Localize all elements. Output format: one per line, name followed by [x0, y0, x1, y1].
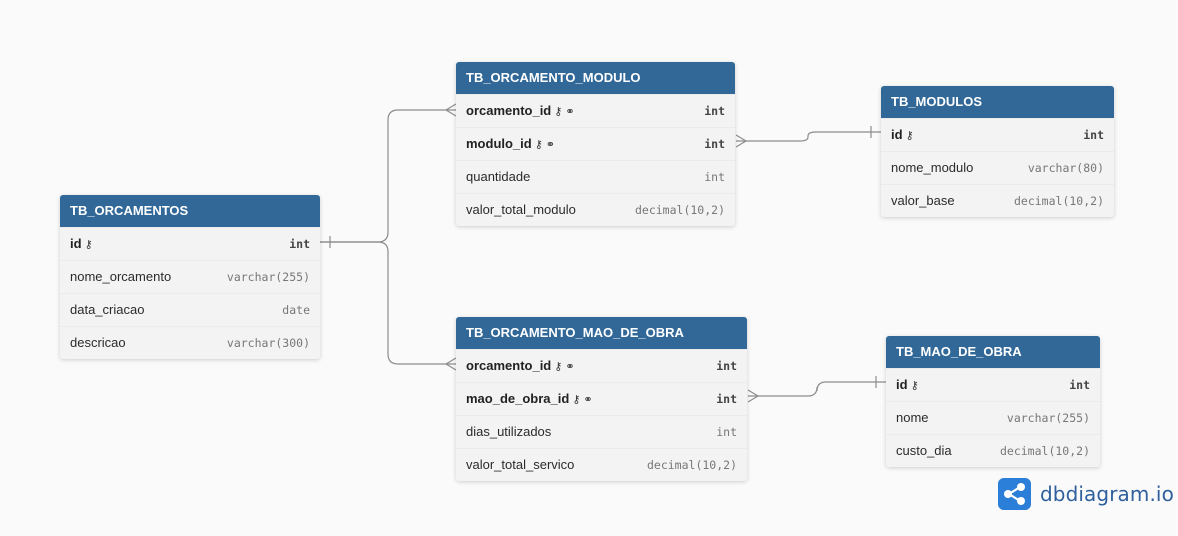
column-name: nome: [896, 410, 929, 425]
table-header[interactable]: TB_MAO_DE_OBRA: [886, 336, 1100, 368]
column-name: valor_total_modulo: [466, 202, 576, 217]
key-icon: ⚷: [905, 130, 914, 142]
column-name: id⚷: [70, 228, 93, 260]
table-column-row[interactable]: valor_total_servico decimal(10,2): [456, 448, 747, 481]
column-name: orcamento_id⚷⚭: [466, 95, 575, 127]
column-type: int: [1083, 128, 1104, 142]
table-header[interactable]: TB_ORCAMENTO_MODULO: [456, 62, 735, 94]
table-tb-orcamento-modulo[interactable]: TB_ORCAMENTO_MODULO orcamento_id⚷⚭ int m…: [456, 62, 735, 226]
column-name: mao_de_obra_id⚷⚭: [466, 383, 593, 415]
column-name: data_criacao: [70, 302, 145, 317]
table-tb-modulos[interactable]: TB_MODULOS id⚷ int nome_modulo varchar(8…: [881, 86, 1114, 217]
column-type: date: [282, 303, 310, 317]
table-tb-mao-de-obra[interactable]: TB_MAO_DE_OBRA id⚷ int nome varchar(255)…: [886, 336, 1100, 467]
crowfoot-mark: [444, 357, 457, 371]
column-type: decimal(10,2): [999, 444, 1090, 458]
table-column-row[interactable]: id⚷ int: [60, 227, 320, 260]
column-name: nome_modulo: [891, 160, 974, 175]
crowfoot-mark: [735, 134, 748, 148]
column-name: orcamento_id⚷⚭: [466, 350, 575, 382]
table-column-row[interactable]: dias_utilizados int: [456, 415, 747, 448]
table-column-row[interactable]: id⚷ int: [886, 368, 1100, 401]
column-type: int: [704, 170, 725, 184]
connector-orcamento-modulo-modulos: [736, 131, 881, 142]
table-column-row[interactable]: quantidade int: [456, 160, 735, 193]
column-type: decimal(10,2): [634, 203, 725, 217]
column-type: int: [1069, 378, 1090, 392]
table-column-row[interactable]: mao_de_obra_id⚷⚭ int: [456, 382, 747, 415]
table-column-row[interactable]: custo_dia decimal(10,2): [886, 434, 1100, 467]
column-type: int: [289, 237, 310, 251]
table-header[interactable]: TB_ORCAMENTO_MAO_DE_OBRA: [456, 317, 747, 349]
connector-orcamento-mao-de-obra-mao-de-obra: [748, 381, 886, 397]
table-column-row[interactable]: nome_orcamento varchar(255): [60, 260, 320, 293]
share-nodes-icon: [998, 478, 1031, 510]
connector-orcamentos-orcamento-mao-de-obra: [320, 241, 456, 365]
crowfoot-mark: [747, 389, 760, 403]
key-icon: ⚷: [554, 106, 563, 118]
column-type: int: [704, 104, 725, 118]
table-column-row[interactable]: orcamento_id⚷⚭ int: [456, 94, 735, 127]
table-column-row[interactable]: nome_modulo varchar(80): [881, 151, 1114, 184]
table-column-row[interactable]: descricao varchar(300): [60, 326, 320, 359]
table-column-row[interactable]: data_criacao date: [60, 293, 320, 326]
table-column-row[interactable]: modulo_id⚷⚭ int: [456, 127, 735, 160]
column-type: decimal(10,2): [646, 458, 737, 472]
column-name: dias_utilizados: [466, 424, 552, 439]
table-column-row[interactable]: id⚷ int: [881, 118, 1114, 151]
table-column-row[interactable]: orcamento_id⚷⚭ int: [456, 349, 747, 382]
key-icon: ⚷: [910, 380, 919, 392]
column-type: decimal(10,2): [1013, 194, 1104, 208]
connector-orcamentos-orcamento-modulo: [320, 109, 456, 243]
column-type: int: [716, 425, 737, 439]
column-name: id⚷: [896, 369, 919, 401]
column-name: id⚷: [891, 119, 914, 151]
column-type: int: [716, 359, 737, 373]
brand-name: dbdiagram.io: [1040, 482, 1174, 506]
column-name: nome_orcamento: [70, 269, 172, 284]
link-icon: ⚭: [583, 394, 593, 406]
column-type: varchar(255): [1006, 411, 1090, 425]
crowfoot-mark: [444, 103, 457, 117]
column-name: valor_total_servico: [466, 457, 575, 472]
table-tb-orcamento-mao-de-obra[interactable]: TB_ORCAMENTO_MAO_DE_OBRA orcamento_id⚷⚭ …: [456, 317, 747, 481]
brand-logo[interactable]: dbdiagram.io: [998, 478, 1174, 510]
key-icon: ⚷: [534, 139, 543, 151]
column-name: descricao: [70, 335, 126, 350]
column-type: varchar(255): [226, 270, 310, 284]
column-name: valor_base: [891, 193, 955, 208]
column-type: varchar(80): [1027, 161, 1104, 175]
column-name: custo_dia: [896, 443, 952, 458]
column-type: int: [704, 137, 725, 151]
link-icon: ⚭: [565, 106, 575, 118]
table-column-row[interactable]: valor_base decimal(10,2): [881, 184, 1114, 217]
key-icon: ⚷: [572, 394, 581, 406]
key-icon: ⚷: [554, 361, 563, 373]
table-column-row[interactable]: nome varchar(255): [886, 401, 1100, 434]
link-icon: ⚭: [565, 361, 575, 373]
table-header[interactable]: TB_MODULOS: [881, 86, 1114, 118]
column-type: int: [716, 392, 737, 406]
table-column-row[interactable]: valor_total_modulo decimal(10,2): [456, 193, 735, 226]
link-icon: ⚭: [545, 139, 555, 151]
key-icon: ⚷: [84, 239, 93, 251]
table-header[interactable]: TB_ORCAMENTOS: [60, 195, 320, 227]
table-tb-orcamentos[interactable]: TB_ORCAMENTOS id⚷ int nome_orcamento var…: [60, 195, 320, 359]
column-name: modulo_id⚷⚭: [466, 128, 555, 160]
column-type: varchar(300): [226, 336, 310, 350]
column-name: quantidade: [466, 169, 531, 184]
